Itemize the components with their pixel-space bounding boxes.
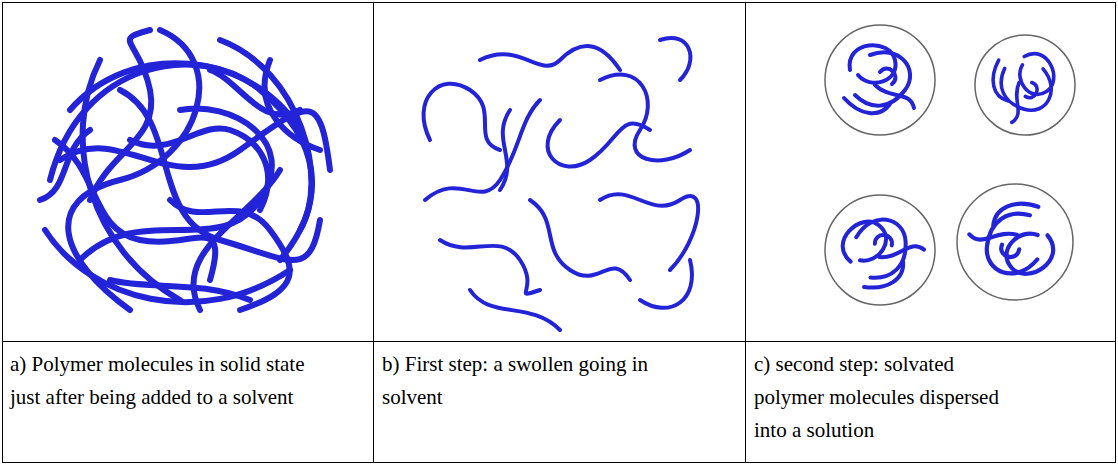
caption-text: b) First step: a swollen going in solven… bbox=[382, 348, 692, 414]
solvated-coils bbox=[825, 25, 1075, 305]
caption-text: c) second step: solvated polymer molecul… bbox=[754, 348, 1012, 447]
table-grid bbox=[3, 3, 1116, 463]
swollen-chains bbox=[424, 38, 699, 330]
polymer-tangle bbox=[40, 30, 330, 310]
caption-text: a) Polymer molecules in solid state just… bbox=[10, 348, 320, 414]
